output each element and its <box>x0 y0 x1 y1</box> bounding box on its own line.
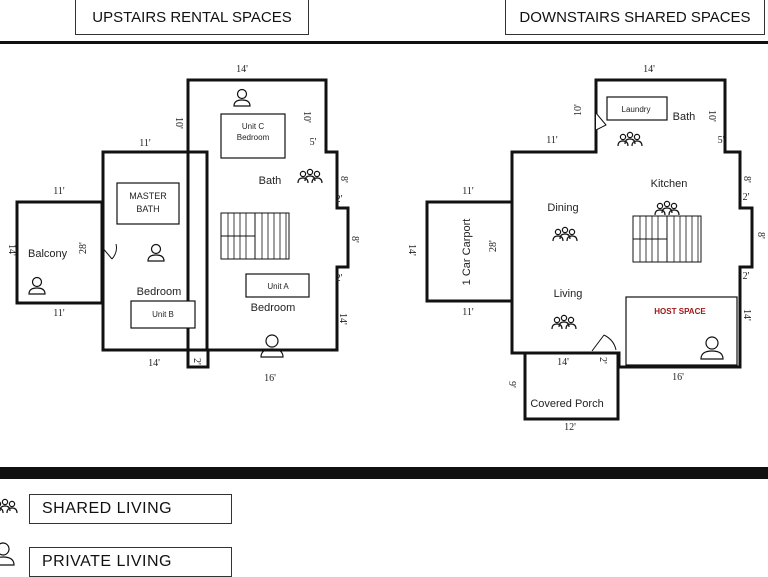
dim-label: 2' <box>191 358 202 365</box>
dim-label: 11' <box>462 307 474 318</box>
person-icon <box>28 276 46 295</box>
upstairs-stairs <box>220 212 290 260</box>
dim-label: 11' <box>53 308 65 319</box>
downstairs-plan: Laundry Bath Dining Kitchen 1 Car Carpor… <box>406 64 766 433</box>
kitchen-label: Kitchen <box>651 178 688 190</box>
unit-c-label-2: Bedroom <box>237 133 270 142</box>
laundry-label: Laundry <box>622 105 651 114</box>
dim-label: 14' <box>741 309 752 321</box>
laundry-box <box>606 96 668 121</box>
dim-label: 14' <box>148 358 160 369</box>
dim-label: 14' <box>337 313 348 325</box>
dim-label: 14' <box>6 244 17 256</box>
legend-shared-label: SHARED LIVING <box>42 500 173 517</box>
dim-label: 2' <box>743 192 750 203</box>
private-living-icon <box>0 542 15 566</box>
porch-room <box>523 351 620 421</box>
dim-label: 10' <box>173 117 184 129</box>
dim-label: 11' <box>462 186 474 197</box>
dim-label: 2' <box>743 271 750 282</box>
shared-living-icon <box>552 226 578 242</box>
dim-label: 8' <box>755 232 766 239</box>
dim-label: 8' <box>349 236 360 243</box>
upstairs-bath-label: Bath <box>259 175 282 187</box>
bottom-divider <box>0 467 768 479</box>
dim-label: 16' <box>264 373 276 384</box>
dim-label: 16' <box>672 372 684 383</box>
top-divider <box>0 41 768 44</box>
dim-label: 14' <box>557 357 569 368</box>
unit-b-box <box>130 300 196 329</box>
unit-c-box <box>220 113 286 159</box>
dim-label: 14' <box>643 64 655 75</box>
person-icon <box>233 88 251 107</box>
master-bath-box <box>116 182 180 225</box>
downstairs-header: DOWNSTAIRS SHARED SPACES <box>505 0 765 35</box>
downstairs-bath-label: Bath <box>673 111 696 123</box>
dim-label: 11' <box>53 186 65 197</box>
shared-living-icon <box>617 131 643 147</box>
upstairs-plan: Balcony MASTER BATH Bedroom Unit B Unit … <box>6 64 360 384</box>
legend-private-label: PRIVATE LIVING <box>42 553 172 570</box>
legend-shared-living: SHARED LIVING <box>29 494 232 524</box>
dim-label: 10' <box>706 110 717 122</box>
person-icon <box>147 243 165 262</box>
dim-label: 9' <box>506 381 517 388</box>
shared-living-icon <box>297 168 323 184</box>
dim-label: 11' <box>546 135 558 146</box>
legend-private-living: PRIVATE LIVING <box>29 547 232 577</box>
downstairs-stairs <box>632 215 702 263</box>
dim-label: 2' <box>336 273 343 284</box>
master-bath-label-1: MASTER <box>129 191 167 201</box>
unit-a-label: Unit A <box>267 282 289 291</box>
downstairs-main-block <box>510 78 754 369</box>
dim-label: 2' <box>597 357 608 364</box>
bedroom-a-label: Bedroom <box>251 302 296 314</box>
porch-label: Covered Porch <box>530 398 603 410</box>
bedroom-b-room <box>101 150 209 352</box>
upstairs-main-block <box>186 78 350 369</box>
downstairs-header-label: DOWNSTAIRS SHARED SPACES <box>519 8 751 26</box>
dining-label: Dining <box>547 202 578 214</box>
dim-label: 11' <box>139 138 151 149</box>
master-bath-label-2: BATH <box>136 204 159 214</box>
dim-label: 14' <box>406 244 417 256</box>
dim-label: 28' <box>488 240 499 252</box>
dim-label: 2' <box>336 194 343 205</box>
unit-b-label: Unit B <box>152 310 174 319</box>
dim-label: 12' <box>564 422 576 433</box>
living-label: Living <box>554 288 583 300</box>
dim-label: 5' <box>718 135 725 146</box>
shared-living-icon <box>654 200 680 216</box>
dim-label: 28' <box>78 242 89 254</box>
upstairs-header-label: UPSTAIRS RENTAL SPACES <box>92 8 292 26</box>
host-space-box <box>625 296 738 366</box>
dim-label: 5' <box>310 137 317 148</box>
bedroom-b-label: Bedroom <box>137 286 182 298</box>
dim-label: 10' <box>573 104 584 116</box>
dim-label: 8' <box>338 176 349 183</box>
person-icon <box>260 334 284 358</box>
host-space-label: HOST SPACE <box>654 307 706 316</box>
unit-a-box <box>245 273 310 298</box>
upstairs-header: UPSTAIRS RENTAL SPACES <box>75 0 309 35</box>
shared-living-icon <box>551 314 577 330</box>
dim-label: 14' <box>236 64 248 75</box>
balcony-label: Balcony <box>28 248 68 260</box>
shared-living-icon <box>0 498 18 514</box>
unit-c-label-1: Unit C <box>242 122 264 131</box>
carport-label: 1 Car Carport <box>461 219 473 286</box>
dim-label: 8' <box>741 176 752 183</box>
dim-label: 10' <box>301 111 312 123</box>
